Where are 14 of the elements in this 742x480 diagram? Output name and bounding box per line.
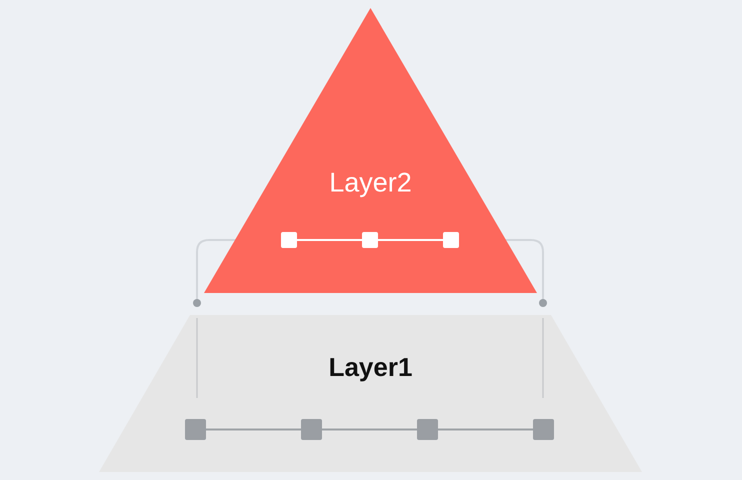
block-square: [185, 419, 206, 440]
connector-line: [438, 428, 533, 430]
layer-label: Layer1: [328, 353, 412, 383]
connector-line: [322, 428, 417, 430]
block-square: [362, 232, 378, 248]
block-square: [533, 419, 554, 440]
connector-line: [378, 239, 443, 241]
layer-label: Layer2: [329, 167, 412, 199]
connector-line: [206, 428, 301, 430]
block-square: [281, 232, 297, 248]
block-square: [417, 419, 438, 440]
connector-line: [297, 239, 362, 241]
block-square: [443, 232, 459, 248]
block-square: [301, 419, 322, 440]
